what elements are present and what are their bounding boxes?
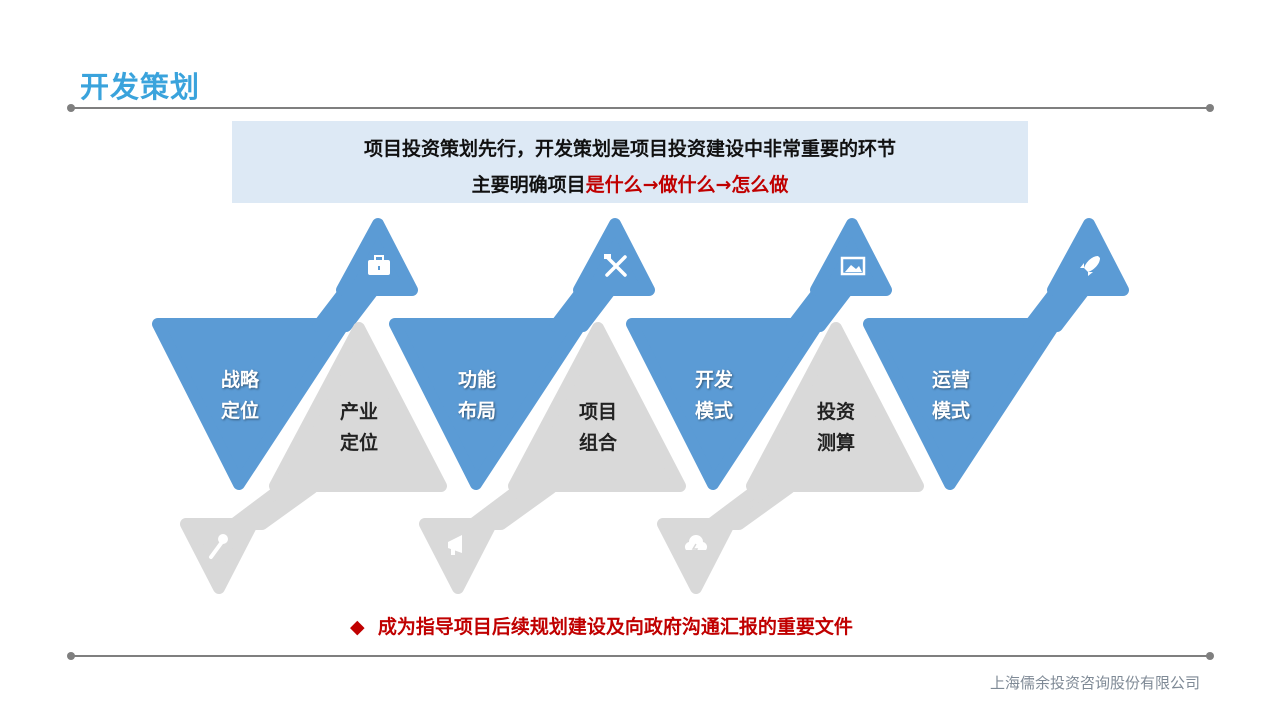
grey-small-triangle [419,518,497,594]
grey-block-2: 投资测算 [791,397,881,459]
line-dot [1206,104,1214,112]
blue-connector [786,286,852,332]
grey-triangle [269,322,447,492]
bottom-divider [70,655,1210,657]
grey-block-2-line2: 测算 [816,432,855,454]
blue-block-0-line1: 战略 [220,369,259,391]
grey-connector [467,482,557,530]
blue-connector [312,286,378,332]
grey-block-2-line1: 投资 [816,401,855,423]
blue-triangle [626,318,824,490]
blue-block-1: 功能布局 [432,365,522,427]
banner-line-2: 主要明确项目是什么→做什么→怎么做 [232,170,1028,197]
blue-block-2-line2: 模式 [694,400,733,422]
blue-small-triangle [1047,218,1129,296]
blue-block-2-line1: 开发 [694,369,733,391]
blue-connector [1023,286,1089,332]
diamond-bullet-icon: ◆ [350,616,365,638]
company-name: 上海儒余投资咨询股份有限公司 [989,674,1200,692]
blue-block-3: 运营模式 [906,365,996,427]
summary-banner: 项目投资策划先行，开发策划是项目投资建设中非常重要的环节 主要明确项目是什么→做… [232,121,1028,203]
grey-triangle [746,322,924,492]
page-title: 开发策划 [80,70,201,104]
grey-block-1-line2: 组合 [578,432,617,454]
image-icon [840,256,866,276]
top-divider [70,107,1210,109]
blue-block-3-line2: 模式 [931,400,970,422]
bottom-note-text: 成为指导项目后续规划建设及向政府沟通汇报的重要文件 [377,616,853,638]
blue-triangle [152,318,350,490]
blue-block-3-line1: 运营 [931,369,970,391]
grey-connector [705,482,795,530]
megaphone-icon [448,535,462,555]
blue-block-0-line2: 定位 [220,400,259,422]
grey-block-0: 产业定位 [314,397,404,459]
banner-line-1: 项目投资策划先行，开发策划是项目投资建设中非常重要的环节 [363,138,896,160]
blue-block-2: 开发模式 [669,365,759,427]
blue-triangle [389,318,587,490]
banner-line-2-highlight: 是什么→做什么→怎么做 [585,174,789,196]
grey-small-triangle [657,518,735,594]
blue-block-0: 战略定位 [195,365,285,427]
key-icon [209,534,228,559]
blue-block-1-line1: 功能 [457,369,496,391]
bottom-note: ◆ 成为指导项目后续规划建设及向政府沟通汇报的重要文件 [350,612,853,639]
rocket-icon [1080,256,1100,276]
blue-block-1-line2: 布局 [457,400,496,422]
grey-triangle [508,322,686,492]
line-dot [1206,652,1214,660]
grey-block-0-line2: 定位 [339,432,378,454]
grey-block-0-line1: 产业 [339,401,378,423]
banner-line-2-prefix: 主要明确项目 [471,174,586,196]
blue-connector [549,286,615,332]
blue-small-triangle [573,218,655,296]
briefcase-icon [368,255,390,275]
cloud-lightning-icon [684,535,708,555]
grey-connector [228,482,318,530]
tools-icon [604,254,627,277]
blue-triangle [863,318,1061,490]
grey-block-1: 项目组合 [553,397,643,459]
grey-small-triangle [180,518,258,594]
grey-block-1-line1: 项目 [578,401,617,423]
